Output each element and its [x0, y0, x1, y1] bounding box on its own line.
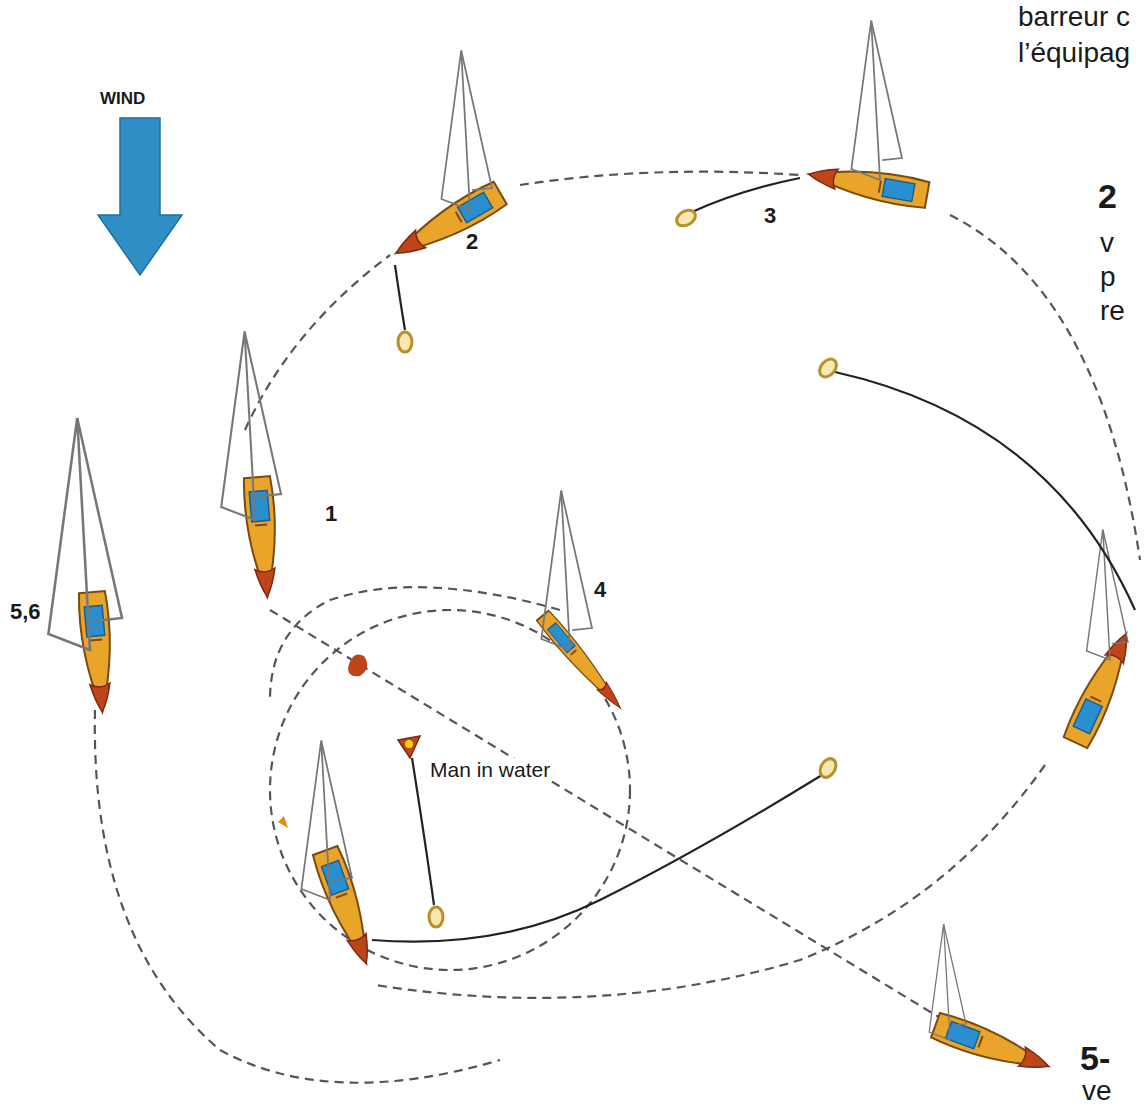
- note-fragment: p: [1100, 262, 1116, 293]
- callout-number: 5,6: [10, 600, 41, 624]
- step-number: 2: [1098, 178, 1117, 215]
- lifebuoys: [398, 207, 840, 927]
- callout-number: 1: [325, 502, 337, 526]
- wind-arrow: [98, 118, 182, 275]
- note-fragment: ve: [1082, 1076, 1112, 1107]
- boat-sails: [48, 20, 1128, 1040]
- callout-number: 2: [466, 230, 478, 254]
- callout-number: 3: [764, 204, 776, 228]
- callout-number: 4: [594, 578, 606, 602]
- man-marker: [278, 655, 420, 829]
- throw-lines: [372, 178, 1135, 942]
- note-fragment: l’équipag: [1018, 38, 1130, 69]
- note-fragment: v: [1100, 228, 1114, 259]
- boat-hulls: [78, 160, 1140, 1080]
- step-number: 5-: [1080, 1040, 1110, 1077]
- note-fragment: re: [1100, 296, 1125, 327]
- wind-label: WIND: [100, 90, 145, 109]
- course-lines: [95, 172, 1140, 1083]
- note-fragment: barreur c: [1018, 2, 1130, 33]
- man-label: Man in water: [428, 758, 552, 781]
